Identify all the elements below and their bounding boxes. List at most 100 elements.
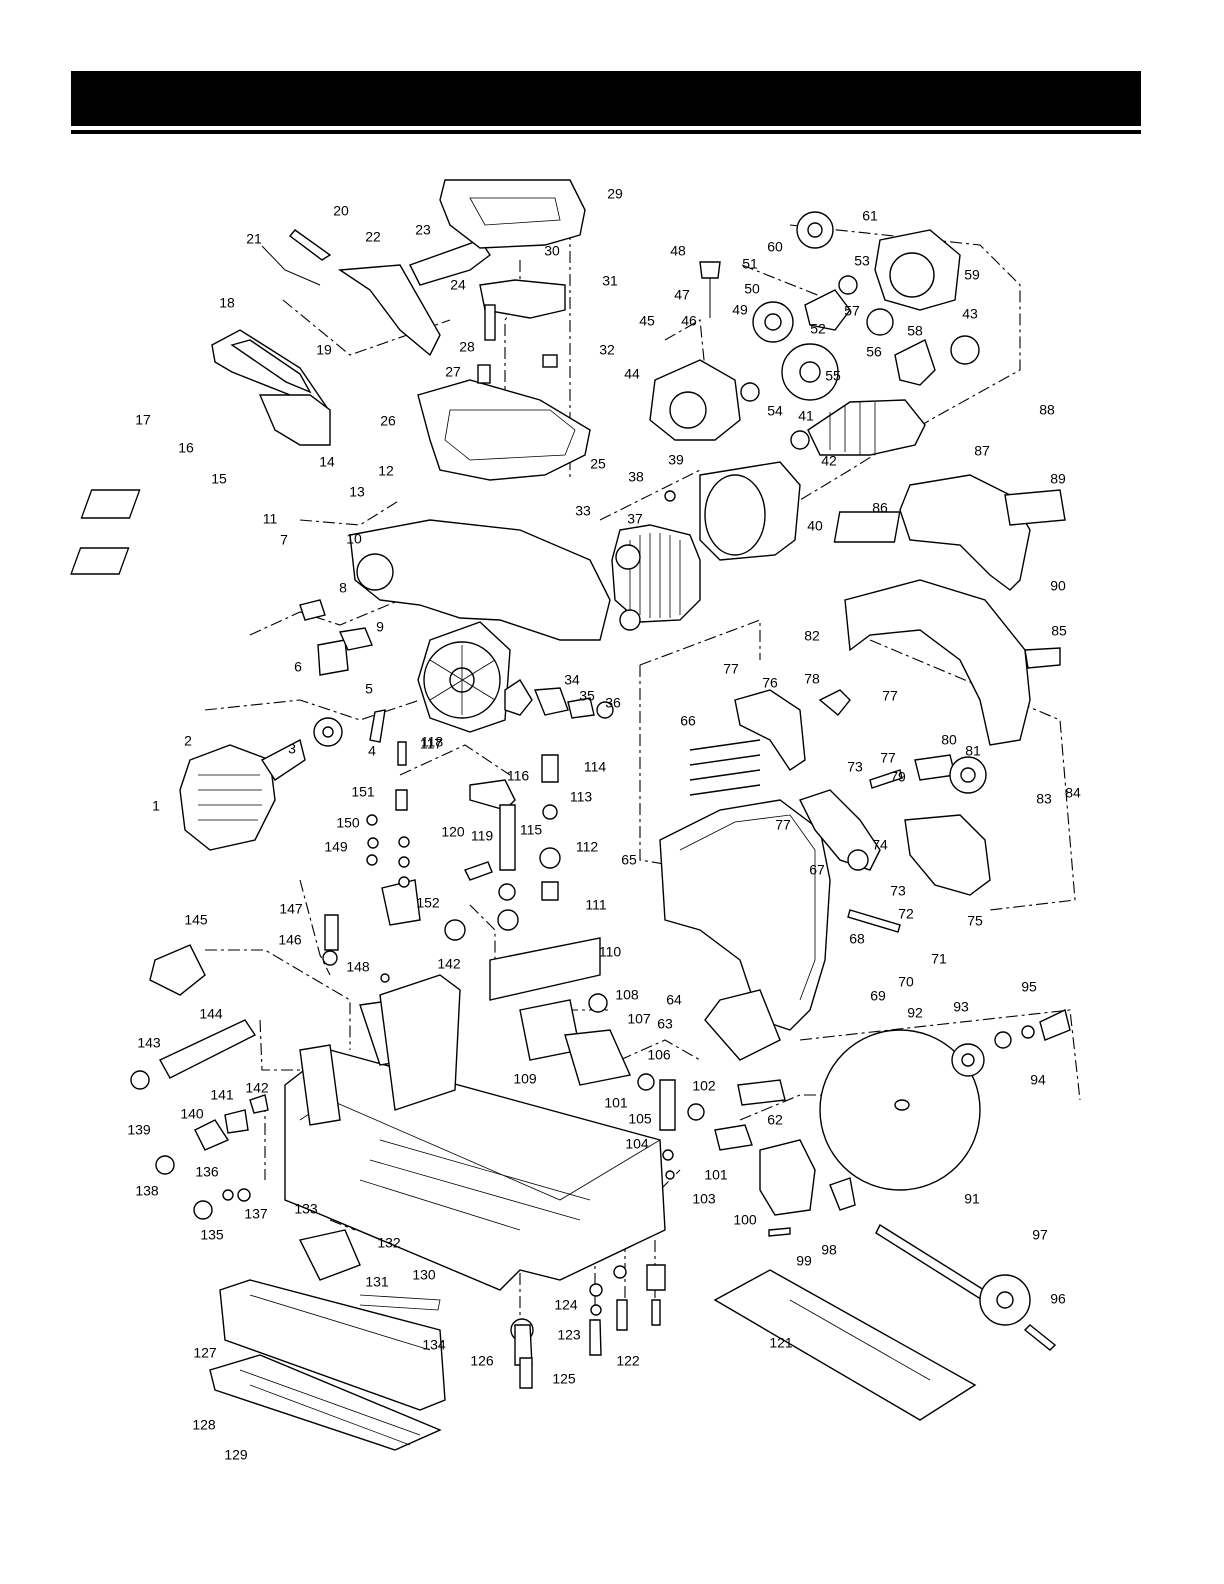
part-label-67: 67: [809, 862, 825, 878]
part-label-104: 104: [625, 1136, 649, 1152]
part-label-96: 96: [1050, 1291, 1066, 1307]
part-label-24: 24: [450, 277, 466, 293]
part-label-50: 50: [744, 281, 760, 297]
part-label-143: 143: [137, 1035, 161, 1051]
part-label-39: 39: [668, 452, 684, 468]
part-label-117: 117: [420, 736, 443, 752]
part-label-122: 122: [616, 1353, 640, 1369]
part-label-4: 4: [368, 743, 376, 759]
part-label-30: 30: [544, 243, 560, 259]
part-label-89: 89: [1050, 471, 1066, 487]
part-label-7: 7: [280, 532, 288, 548]
part-label-146: 146: [278, 932, 302, 948]
part-label-108: 108: [615, 987, 639, 1003]
base-assembly: [130, 741, 1071, 1451]
part-label-44: 44: [624, 366, 640, 382]
part-label-119: 119: [471, 828, 494, 844]
part-label-45: 45: [639, 313, 655, 329]
part-label-115: 115: [520, 822, 543, 838]
part-label-68: 68: [849, 931, 865, 947]
part-label-13: 13: [349, 484, 365, 500]
part-label-55: 55: [825, 368, 841, 384]
part-label-51: 51: [742, 256, 758, 272]
part-label-131: 131: [365, 1274, 389, 1290]
part-label-137: 137: [244, 1206, 268, 1222]
part-label-79: 79: [890, 769, 906, 785]
part-label-32: 32: [599, 342, 615, 358]
part-label-62: 62: [767, 1112, 783, 1128]
part-label-48: 48: [670, 243, 686, 259]
part-label-125: 125: [552, 1371, 576, 1387]
part-label-72: 72: [898, 906, 914, 922]
part-label-63: 63: [657, 1016, 673, 1032]
part-label-18: 18: [219, 295, 235, 311]
part-label-36: 36: [605, 695, 621, 711]
part-label-133: 133: [294, 1201, 318, 1217]
part-label-139: 139: [127, 1122, 151, 1138]
part-label-109: 109: [513, 1071, 537, 1087]
part-label-11: 11: [263, 511, 278, 527]
part-label-6: 6: [294, 659, 302, 675]
part-label-40: 40: [807, 518, 823, 534]
part-label-77: 77: [880, 750, 896, 766]
part-label-70: 70: [898, 974, 914, 990]
part-label-21: 21: [246, 231, 262, 247]
part-label-144: 144: [199, 1006, 223, 1022]
part-label-33: 33: [575, 503, 591, 519]
part-label-132: 132: [377, 1235, 401, 1251]
part-label-111: 111: [585, 897, 606, 913]
header-bar: [71, 71, 1141, 126]
part-label-105: 105: [628, 1111, 652, 1127]
part-label-106: 106: [647, 1047, 671, 1063]
part-label-128: 128: [192, 1417, 216, 1433]
part-label-97: 97: [1032, 1227, 1048, 1243]
part-label-92: 92: [907, 1005, 923, 1021]
part-label-42: 42: [821, 453, 837, 469]
part-label-61: 61: [862, 208, 878, 224]
part-label-86: 86: [872, 500, 888, 516]
part-label-15: 15: [211, 471, 227, 487]
part-label-77: 77: [775, 817, 791, 833]
part-label-101: 101: [604, 1095, 628, 1111]
part-label-16: 16: [178, 440, 194, 456]
part-label-12: 12: [378, 463, 394, 479]
part-label-83: 83: [1036, 791, 1052, 807]
part-label-71: 71: [931, 951, 947, 967]
part-label-142: 142: [245, 1080, 269, 1096]
part-label-87: 87: [974, 443, 990, 459]
part-label-93: 93: [953, 999, 969, 1015]
part-label-80: 80: [941, 732, 957, 748]
part-label-91: 91: [964, 1191, 980, 1207]
part-label-149: 149: [324, 839, 348, 855]
part-label-14: 14: [319, 454, 335, 470]
part-label-136: 136: [195, 1164, 219, 1180]
part-label-142: 142: [437, 956, 461, 972]
part-label-130: 130: [412, 1267, 436, 1283]
part-label-152: 152: [416, 895, 440, 911]
part-label-151: 151: [351, 784, 375, 800]
part-label-103: 103: [692, 1191, 716, 1207]
part-label-147: 147: [279, 901, 303, 917]
part-label-47: 47: [674, 287, 690, 303]
part-label-65: 65: [621, 852, 637, 868]
part-label-134: 134: [422, 1337, 446, 1353]
part-label-75: 75: [967, 913, 983, 929]
part-label-46: 46: [681, 313, 697, 329]
part-label-23: 23: [415, 222, 431, 238]
part-label-66: 66: [680, 713, 696, 729]
part-label-37: 37: [627, 511, 643, 527]
part-label-118: 118: [421, 734, 444, 750]
part-label-41: 41: [798, 408, 814, 424]
part-label-3: 3: [288, 741, 296, 757]
part-label-113: 113: [570, 789, 593, 805]
part-label-38: 38: [628, 469, 644, 485]
part-label-77: 77: [723, 661, 739, 677]
part-label-90: 90: [1050, 578, 1066, 594]
part-label-78: 78: [804, 671, 820, 687]
part-label-114: 114: [584, 759, 607, 775]
part-label-76: 76: [762, 675, 778, 691]
part-label-140: 140: [180, 1106, 204, 1122]
part-label-26: 26: [380, 413, 396, 429]
